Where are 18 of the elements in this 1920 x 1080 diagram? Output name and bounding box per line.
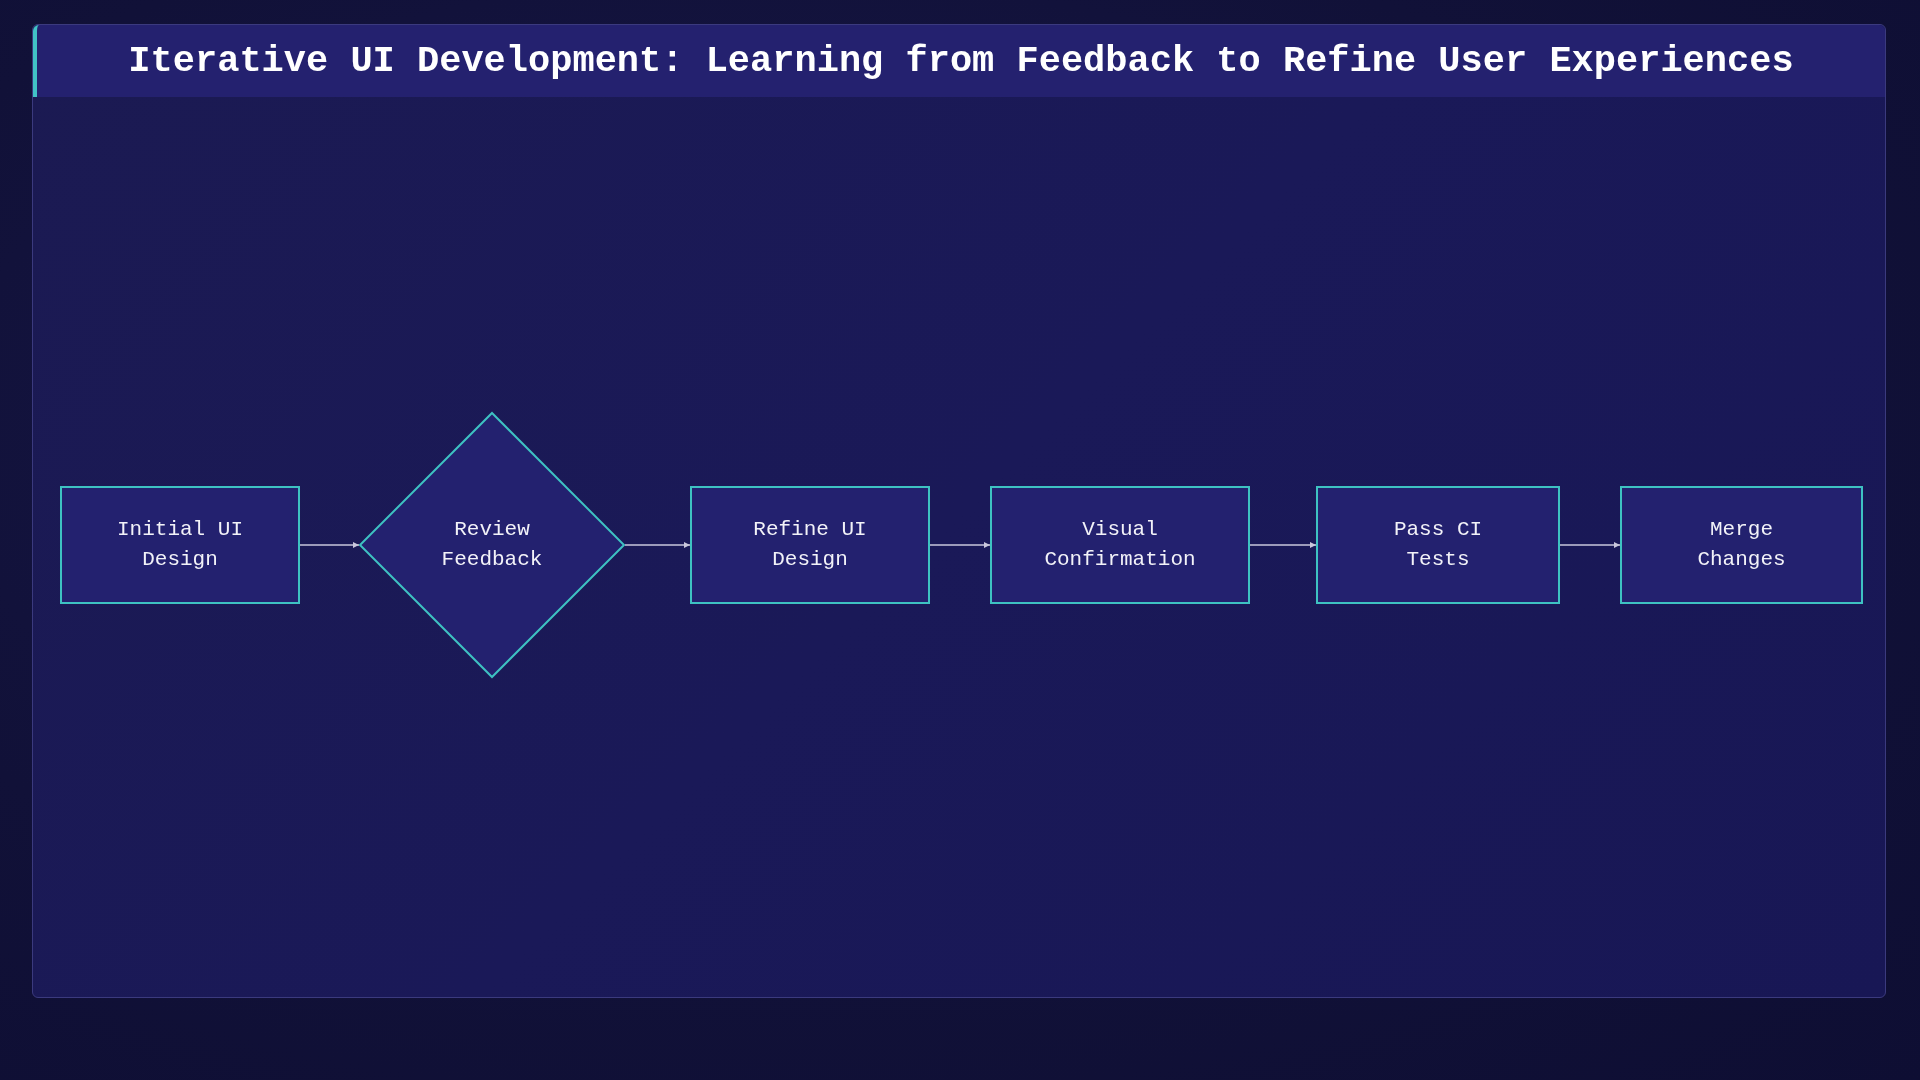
arrow <box>624 542 691 548</box>
node-label: Initial UI Design <box>116 517 244 573</box>
arrow <box>929 542 991 548</box>
process-box <box>990 486 1250 604</box>
arrow <box>299 542 360 548</box>
node-label: Refine UI Design <box>752 517 868 573</box>
arrow <box>1249 542 1317 548</box>
node-label: Pass CI Tests <box>1392 517 1484 573</box>
process-box <box>690 486 930 604</box>
arrow <box>1559 542 1621 548</box>
process-box <box>1620 486 1863 604</box>
process-box <box>60 486 300 604</box>
node-label: Review Feedback <box>440 517 544 573</box>
diagram-title: Iterative UI Development: Learning from Feedback to Refine User Experiences <box>128 40 1794 82</box>
node-label: Visual Confirmation <box>1043 517 1197 573</box>
node-label: Merge Changes <box>1696 517 1787 573</box>
process-box <box>1316 486 1560 604</box>
decision-diamond <box>359 412 625 678</box>
